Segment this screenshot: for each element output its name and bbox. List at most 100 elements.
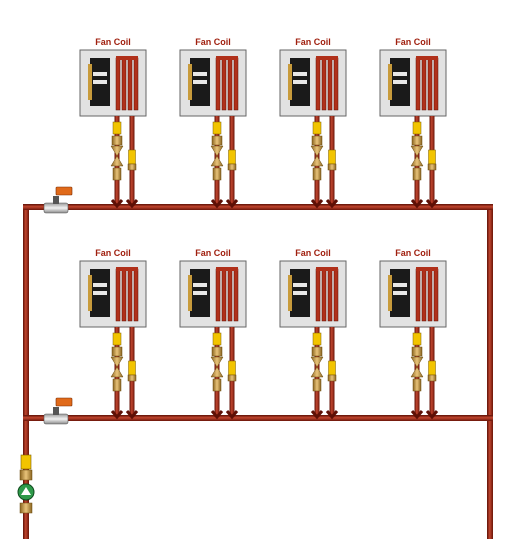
fan-coil-label: Fan Coil bbox=[395, 37, 431, 47]
coil-loop bbox=[427, 57, 433, 111]
coil-return-bend bbox=[116, 267, 138, 271]
brass-fitting bbox=[211, 135, 223, 146]
return-valve bbox=[128, 360, 136, 376]
header-tee bbox=[325, 410, 339, 420]
coil-bracket bbox=[88, 64, 92, 100]
fan-coil-unit: Fan Coil bbox=[379, 37, 447, 209]
header-tee bbox=[425, 410, 439, 420]
coil-loop bbox=[115, 57, 121, 111]
coil-bracket bbox=[188, 275, 192, 311]
brass-fitting bbox=[311, 346, 323, 357]
coil-bracket bbox=[88, 275, 92, 311]
coil-loop bbox=[421, 57, 427, 111]
coil-loop bbox=[227, 57, 233, 111]
header-tee bbox=[225, 410, 239, 420]
brass-fitting bbox=[112, 167, 122, 181]
return-riser-pipe bbox=[487, 204, 493, 539]
coil-loop bbox=[227, 268, 233, 322]
coil-loop bbox=[233, 57, 239, 111]
balancing-valve bbox=[110, 356, 124, 368]
brass-fitting bbox=[327, 163, 337, 171]
coil-bracket bbox=[288, 275, 292, 311]
return-valve bbox=[228, 360, 236, 376]
brass-fitting bbox=[311, 135, 323, 146]
coil-loop bbox=[315, 57, 321, 111]
fan-coil-label: Fan Coil bbox=[295, 37, 331, 47]
coil-bracket bbox=[388, 64, 392, 100]
balancing-valve bbox=[210, 356, 224, 368]
return-valve bbox=[328, 149, 336, 165]
coil-loop bbox=[121, 57, 127, 111]
coil-loop bbox=[133, 268, 139, 322]
brass-fitting bbox=[227, 163, 237, 171]
coil-fin bbox=[293, 72, 307, 76]
coil-loop bbox=[415, 268, 421, 322]
coil-return-bend bbox=[216, 267, 238, 271]
coil-loop bbox=[221, 268, 227, 322]
fan-coil-unit: Fan Coil bbox=[379, 248, 447, 420]
coil-return-bend bbox=[316, 56, 338, 60]
balancing-valve bbox=[410, 356, 424, 368]
fan-coil-label: Fan Coil bbox=[95, 37, 131, 47]
fan-coil-unit: Fan Coil bbox=[279, 248, 347, 420]
coil-fin bbox=[193, 291, 207, 295]
coil-return-bend bbox=[216, 56, 238, 60]
coil-loop bbox=[215, 268, 221, 322]
coil-fin bbox=[393, 291, 407, 295]
brass-fitting bbox=[112, 378, 122, 392]
balancing-valve-body bbox=[210, 366, 224, 378]
balancing-valve-body bbox=[410, 155, 424, 167]
coil-loop bbox=[327, 57, 333, 111]
return-valve bbox=[428, 149, 436, 165]
fan-coil-unit: Fan Coil bbox=[79, 37, 147, 209]
balancing-valve bbox=[310, 145, 324, 157]
header-tee bbox=[210, 199, 224, 209]
brass-fitting bbox=[427, 374, 437, 382]
brass-fitting bbox=[111, 346, 123, 357]
supply-riser-pipe bbox=[23, 204, 29, 539]
coil-fin bbox=[193, 80, 207, 84]
ball-valve bbox=[212, 121, 222, 135]
lower-header-pipe bbox=[23, 415, 493, 421]
coil-loop bbox=[315, 268, 321, 322]
header-tee bbox=[410, 410, 424, 420]
coil-loop bbox=[127, 268, 133, 322]
coil-fin bbox=[393, 283, 407, 287]
brass-fitting bbox=[427, 163, 437, 171]
balancing-valve bbox=[110, 145, 124, 157]
coil-return-bend bbox=[116, 56, 138, 60]
coil-fin bbox=[293, 291, 307, 295]
coil-fin bbox=[93, 80, 107, 84]
brass-fitting bbox=[412, 167, 422, 181]
balancing-valve-body bbox=[410, 366, 424, 378]
coil-loop bbox=[333, 57, 339, 111]
fan-coil-unit: Fan Coil bbox=[179, 248, 247, 420]
coil-bracket bbox=[288, 64, 292, 100]
coil-fin bbox=[293, 80, 307, 84]
balancing-valve bbox=[410, 145, 424, 157]
coil-loop bbox=[133, 57, 139, 111]
coil-fin bbox=[193, 283, 207, 287]
return-valve bbox=[428, 360, 436, 376]
coil-fin bbox=[393, 80, 407, 84]
coil-bracket bbox=[188, 64, 192, 100]
fan-coil-label: Fan Coil bbox=[195, 37, 231, 47]
coil-fin bbox=[93, 291, 107, 295]
zone-valve-lower bbox=[43, 397, 73, 425]
brass-fitting bbox=[127, 163, 137, 171]
balancing-valve-body bbox=[110, 155, 124, 167]
header-tee bbox=[310, 410, 324, 420]
coil-fin bbox=[393, 72, 407, 76]
coil-loop bbox=[427, 268, 433, 322]
balancing-valve-body bbox=[210, 155, 224, 167]
coil-loop bbox=[221, 57, 227, 111]
brass-fitting bbox=[312, 378, 322, 392]
fan-coil-label: Fan Coil bbox=[295, 248, 331, 258]
header-tee bbox=[325, 199, 339, 209]
brass-fitting bbox=[227, 374, 237, 382]
upper-header-pipe bbox=[23, 204, 493, 210]
fan-coil-label: Fan Coil bbox=[195, 248, 231, 258]
header-tee bbox=[110, 410, 124, 420]
brass-fitting bbox=[327, 374, 337, 382]
